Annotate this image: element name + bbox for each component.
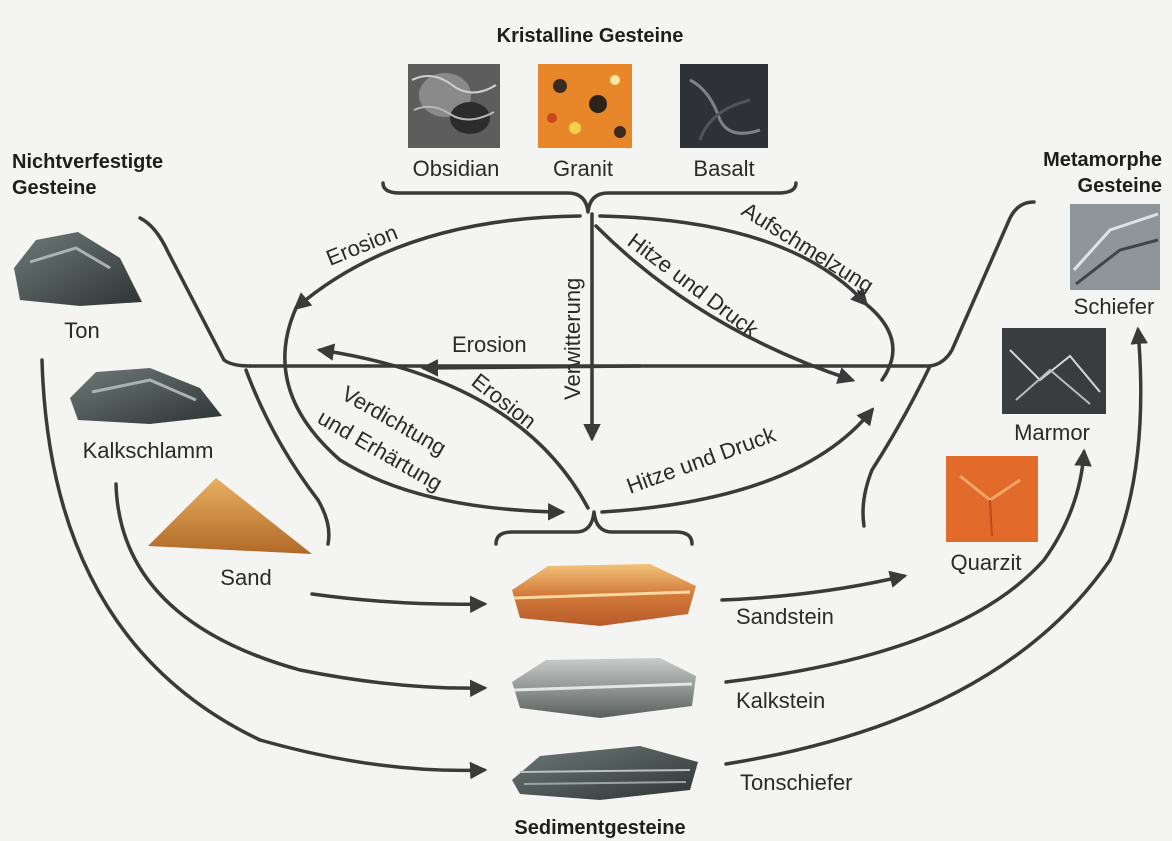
metamorphic-return-line xyxy=(861,364,932,528)
crystalline-header: Kristalline Gesteine xyxy=(497,25,684,47)
granit-label: Granit xyxy=(553,156,613,181)
sand-label: Sand xyxy=(220,565,271,590)
basalt-sample xyxy=(680,64,768,148)
sandstein-to-quarzit-arrow xyxy=(720,570,908,602)
unconsolidated-connector xyxy=(138,216,252,368)
tonschiefer-sample xyxy=(512,746,698,800)
erosion-middle-label: Erosion xyxy=(452,332,527,357)
erosion-top-arrow xyxy=(293,214,582,311)
crystalline-brace xyxy=(381,181,798,214)
unconsolidated-down-line xyxy=(244,368,331,546)
erosion-middle-arrow xyxy=(420,359,642,377)
sedimentary-brace xyxy=(494,510,694,546)
hitze-bottom-label: Hitze und Druck xyxy=(623,421,780,498)
sand-to-sandstein-arrow xyxy=(310,592,488,614)
right-loop xyxy=(864,302,895,382)
aufschmelzung-arrow xyxy=(598,214,869,307)
kalkstein-to-marmor-arrow xyxy=(724,448,1092,684)
obsidian-label: Obsidian xyxy=(413,156,500,181)
schiefer-sample xyxy=(1070,204,1160,290)
tonschiefer-to-schiefer-arrow xyxy=(724,326,1148,766)
sand-sample xyxy=(148,478,312,554)
sandstein-label: Sandstein xyxy=(736,604,834,629)
kalkstein-sample xyxy=(512,658,696,718)
ton-to-tonschiefer-arrow xyxy=(40,358,488,780)
metamorphic-connector xyxy=(928,200,1036,368)
quarzit-sample xyxy=(946,456,1038,542)
hitze-top-label: Hitze und Druck xyxy=(623,228,764,343)
schiefer-label: Schiefer xyxy=(1074,294,1155,319)
metamorphic-header-line2: Gesteine xyxy=(1078,175,1162,197)
ton-label: Ton xyxy=(64,318,99,343)
kalkschlamm-label: Kalkschlamm xyxy=(83,438,214,463)
kalkstein-label: Kalkstein xyxy=(736,688,825,713)
kalkschlamm-to-kalkstein-arrow xyxy=(114,482,488,698)
verwitterung-label: Verwitterung xyxy=(560,278,585,400)
erosion-lower-arrow xyxy=(316,343,590,510)
aufschmelzung-label: Aufschmelzung xyxy=(737,197,878,298)
hitze-bottom-arrow xyxy=(600,407,875,514)
unconsolidated-header-line2: Gesteine xyxy=(12,177,96,199)
unconsolidated-header-line1: Nichtverfestigte xyxy=(12,151,163,173)
tonschiefer-label: Tonschiefer xyxy=(740,770,853,795)
quarzit-label: Quarzit xyxy=(951,550,1022,575)
obsidian-sample xyxy=(408,64,500,148)
sedimentary-header: Sedimentgesteine xyxy=(514,817,685,839)
hitze-top-arrow xyxy=(594,224,856,384)
ton-sample xyxy=(14,232,142,306)
verdichtung-arrow xyxy=(283,306,566,521)
metamorphic-header-line1: Metamorphe xyxy=(1043,149,1162,171)
granit-sample xyxy=(538,64,632,148)
basalt-label: Basalt xyxy=(693,156,754,181)
marmor-label: Marmor xyxy=(1014,420,1090,445)
marmor-sample xyxy=(1002,328,1106,414)
sandstein-sample xyxy=(512,564,696,626)
kalkschlamm-sample xyxy=(70,368,222,424)
